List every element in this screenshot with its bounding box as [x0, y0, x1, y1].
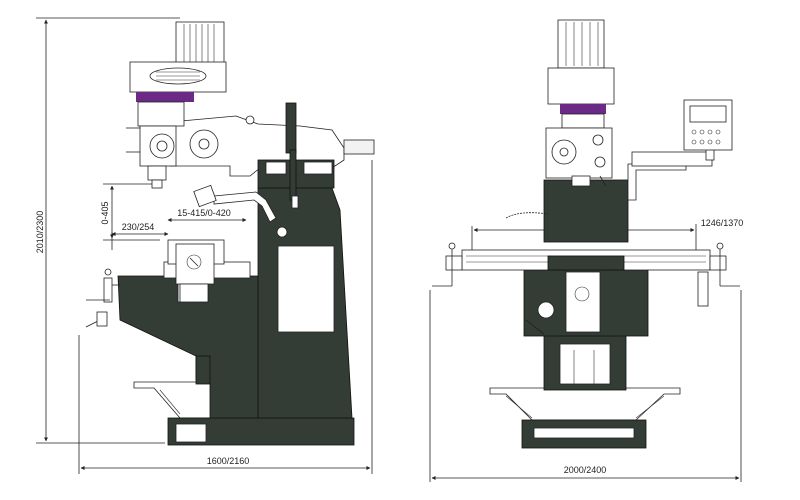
- front-view: 2000/2400 1246/1370: [429, 19, 744, 482]
- knee-handwheel: [85, 268, 120, 328]
- knee-travel-label: 0-405: [100, 201, 110, 224]
- milling-head: [126, 21, 255, 189]
- cross-travel-label: 230/254: [122, 222, 155, 232]
- table-travel-label: 1246/1370: [701, 218, 744, 228]
- vise: [175, 243, 215, 285]
- power-feed-arm: [193, 184, 299, 238]
- cross-travel-dimension: 230/254: [111, 222, 169, 250]
- coolant-hose: [505, 212, 549, 219]
- front-head-accent-band: [560, 104, 606, 114]
- ram-travel-label: 15-415/0-420: [177, 208, 231, 218]
- ram-travel-dimension: 15-415/0-420: [167, 208, 247, 222]
- head-accent-band: [136, 92, 194, 102]
- overall-width-label: 2000/2400: [564, 465, 607, 475]
- overall-width-dimension: 2000/2400: [429, 290, 742, 482]
- control-pendant: [627, 99, 733, 201]
- side-view: 2010/2300 1600/2160 0-405 230/254 15-415…: [35, 17, 375, 474]
- front-column: [543, 179, 629, 243]
- overall-height-dimension: 2010/2300: [35, 17, 180, 444]
- knee-travel-dimension: 0-405: [100, 183, 160, 241]
- overall-length-dimension: 1600/2160: [78, 160, 373, 474]
- overall-height-label: 2010/2300: [35, 211, 45, 254]
- front-coolant-tray: [489, 387, 681, 421]
- column-plate-text: 0-405: [284, 283, 290, 296]
- table-handwheels: [432, 242, 740, 307]
- overall-length-label: 1600/2160: [207, 456, 250, 466]
- front-milling-head: [545, 19, 615, 187]
